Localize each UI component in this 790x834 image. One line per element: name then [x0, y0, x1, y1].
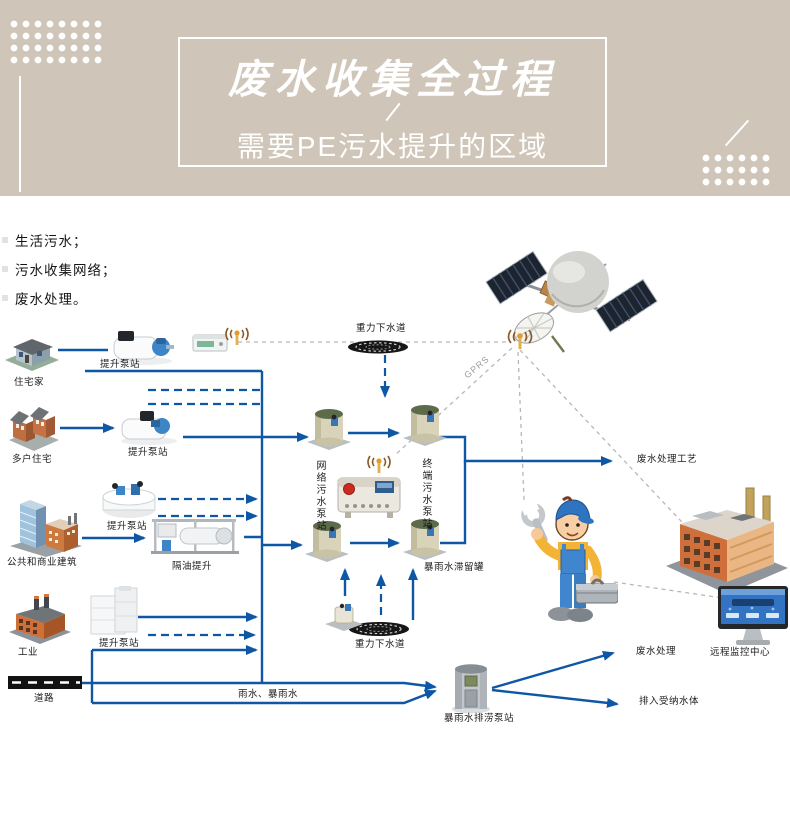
label-lift-station-1: 提升泵站: [100, 360, 141, 370]
control-panel-icon: [337, 473, 401, 519]
antenna-icon: [366, 452, 392, 474]
process-diagram: 生活污水； 污水收集网络； 废水处理。: [0, 196, 790, 834]
label-gravity-sewer-top: 重力下水道: [356, 324, 407, 334]
terminal-pump-station-icon: [401, 402, 449, 450]
page-title: 废水收集全过程: [228, 58, 557, 102]
maintenance-worker-icon: [514, 492, 618, 638]
label-residential: 住宅家: [14, 378, 45, 388]
intro-item-1: 生活污水；: [15, 234, 88, 249]
list-item: 废水处理。: [2, 288, 117, 308]
title-divider-slash: [385, 102, 401, 122]
multi-family-houses-icon: [8, 406, 60, 452]
antenna-icon: [506, 326, 534, 350]
lift-pump-1-icon: [108, 328, 178, 366]
dashed-flow-lines: [148, 355, 390, 640]
bullet-square-icon: [2, 295, 8, 301]
label-road: 道路: [34, 694, 55, 704]
road-graphic: [8, 676, 82, 689]
label-storm-retention: 暴雨水滞留罐: [424, 563, 485, 573]
satellite-icon: [478, 236, 658, 354]
monitor-icon: [718, 586, 788, 646]
label-network-station: 网络污水泵站: [314, 460, 325, 532]
label-multi-family: 多户住宅: [12, 455, 53, 465]
label-lift-station-2: 提升泵站: [128, 448, 169, 458]
bullet-square-icon: [2, 266, 8, 272]
pump-controller-icon: [192, 330, 232, 354]
decor-diagonal-line: [724, 119, 750, 147]
label-public-commercial: 公共和商业建筑: [7, 558, 78, 568]
storm-retention-tank-icon: [401, 516, 449, 564]
label-grease-lift: 隔油提升: [172, 562, 213, 572]
treatment-plant-icon: [664, 486, 790, 598]
dot-grid-top-left: [8, 18, 106, 66]
label-waste-treatment: 废水处理: [636, 647, 677, 657]
decor-vertical-line: [19, 76, 21, 192]
label-receiving-water: 排入受纳水体: [639, 697, 700, 707]
commercial-buildings-icon: [8, 498, 84, 558]
network-pump-station-icon: [305, 406, 353, 454]
residential-house-icon: [4, 330, 60, 372]
title-frame: 废水收集全过程 需要PE污水提升的区域: [178, 37, 607, 167]
list-item: 污水收集网络；: [2, 259, 117, 279]
manhole-top-icon: [348, 340, 408, 354]
intro-list: 生活污水； 污水收集网络； 废水处理。: [2, 230, 117, 317]
label-lift-station-4: 提升泵站: [99, 639, 140, 649]
flow-lines-layer: [8, 340, 745, 708]
list-item: 生活污水；: [2, 230, 117, 250]
page-subtitle: 需要PE污水提升的区域: [236, 131, 549, 162]
storm-drain-pump-icon: [450, 662, 492, 714]
label-terminal-station: 终端污水泵站: [420, 458, 431, 530]
intro-item-3: 废水处理。: [15, 292, 88, 307]
label-lift-station-3: 提升泵站: [107, 522, 148, 532]
bullet-square-icon: [2, 237, 8, 243]
lift-pump-4-icon: [87, 586, 141, 636]
grease-separator-icon: [150, 516, 242, 556]
industry-factory-icon: [8, 594, 72, 646]
label-gravity-sewer-bottom: 重力下水道: [355, 640, 406, 650]
banner: 废水收集全过程 需要PE污水提升的区域: [0, 0, 790, 196]
lift-pump-2-icon: [118, 408, 180, 446]
label-rain-storm-water: 雨水、暴雨水: [238, 690, 299, 700]
manhole-bottom-icon: [349, 622, 409, 636]
label-treatment-process: 废水处理工艺: [637, 455, 698, 465]
small-pump-icon: [323, 602, 365, 632]
label-storm-drain-station: 暴雨水排涝泵站: [444, 714, 515, 724]
dot-grid-bottom-right: [700, 152, 772, 188]
lift-pump-3-icon: [100, 480, 158, 520]
flow-lines: [58, 348, 619, 708]
antenna-icon: [224, 324, 250, 346]
intro-item-2: 污水收集网络；: [15, 263, 117, 278]
network-pump-station-2-icon: [303, 518, 351, 566]
label-industry: 工业: [18, 648, 39, 658]
label-remote-center: 远程监控中心: [710, 648, 771, 658]
